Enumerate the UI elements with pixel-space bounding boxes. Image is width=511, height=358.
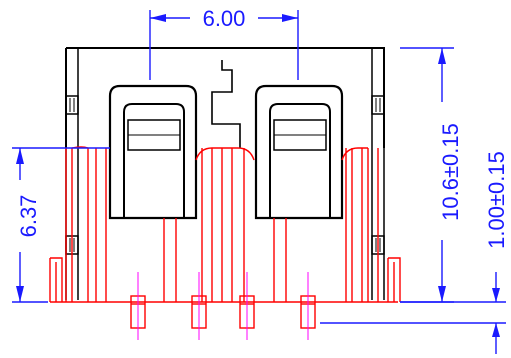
right-latch-top [371, 95, 385, 115]
dimension-lines [12, 10, 506, 354]
right-port-tongue-inner [273, 119, 327, 151]
pin-centerlines [137, 272, 309, 340]
dim-left-height: 6.37 [16, 195, 41, 238]
left-port-tongue-inner [127, 119, 181, 151]
housing-outline [65, 47, 385, 300]
left-latch-top [65, 95, 79, 115]
left-port-outer [108, 84, 198, 220]
dim-far-right-height: 1.00±0.15 [484, 151, 509, 249]
left-port-tongue [123, 103, 185, 219]
shell-outer [66, 47, 385, 148]
right-port-tongue [269, 103, 331, 219]
pin-body [49, 146, 401, 329]
center-divider [211, 60, 241, 148]
dim-top-width: 6.00 [203, 6, 246, 31]
right-port-outer [254, 84, 344, 220]
dim-right-height: 10.6±0.15 [438, 123, 463, 221]
